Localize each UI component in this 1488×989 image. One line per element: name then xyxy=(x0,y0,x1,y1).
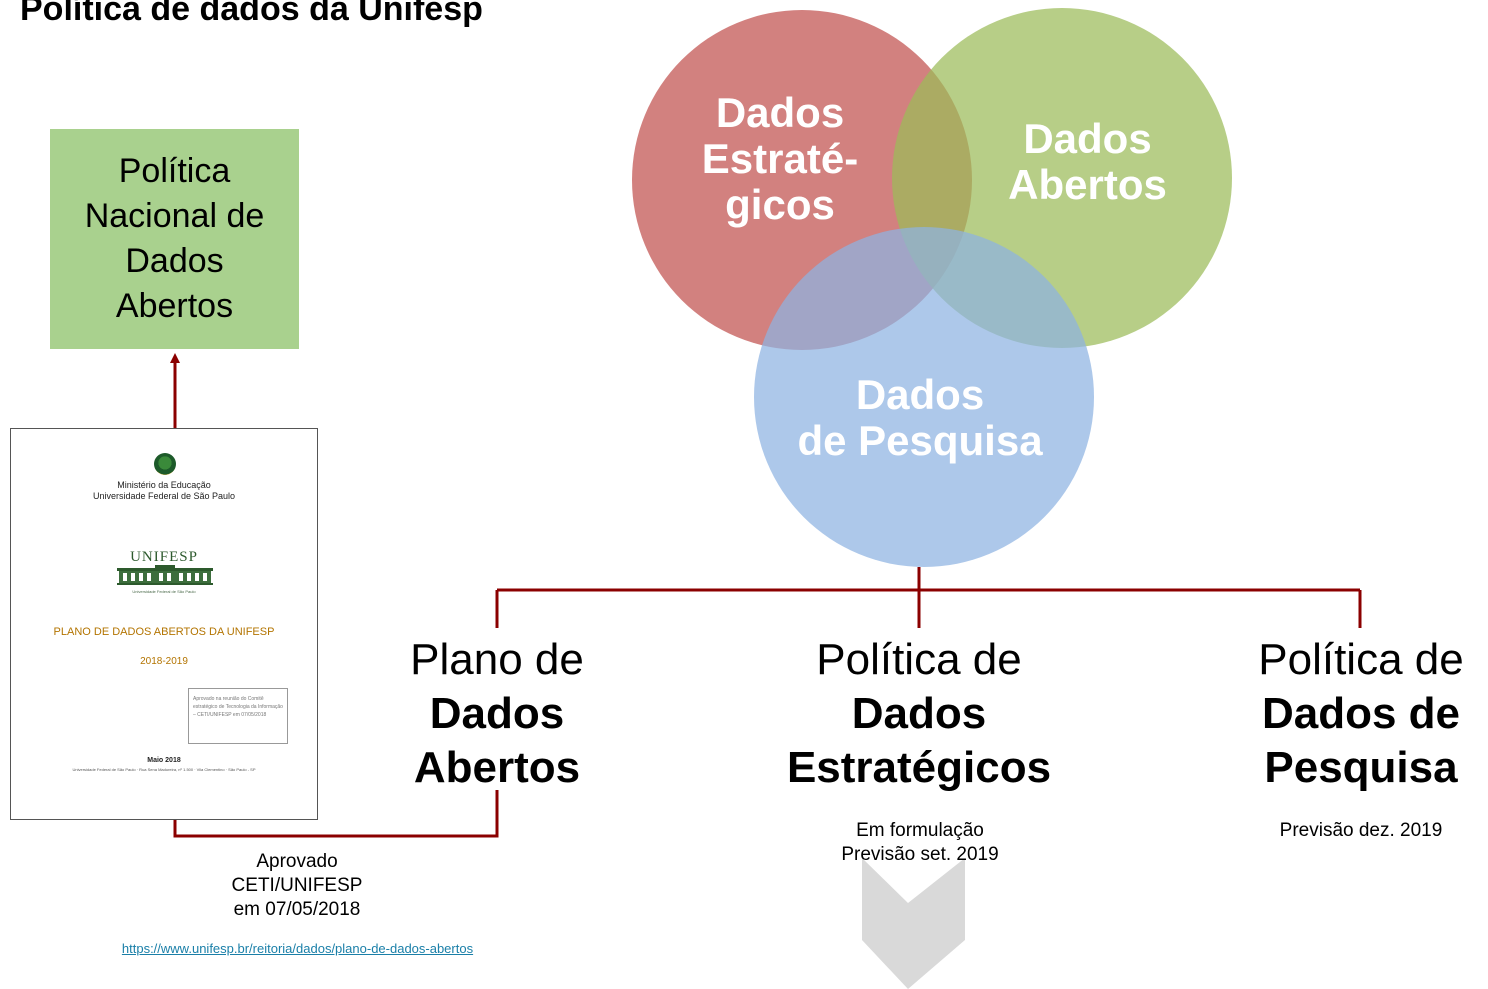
research-status-note: Previsão dez. 2019 xyxy=(1236,819,1486,843)
branch-research-bold-2: Pesquisa xyxy=(1264,743,1458,792)
approval-line-1: Aprovado xyxy=(256,851,338,872)
pnda-line-4: Abertos xyxy=(115,287,234,325)
pnda-line-2: Nacional de xyxy=(84,197,265,235)
branch-open-data-plan-pre: Plano de xyxy=(410,635,584,684)
branch-strategic-bold-2: Estratégicos xyxy=(786,743,1052,792)
pnda-box: Política Nacional de Dados Abertos xyxy=(50,129,299,349)
doc-ministry: Ministério da Educação Universidade Fede… xyxy=(11,480,317,502)
venn-open-line-1: Dados xyxy=(1023,115,1152,162)
venn-label-strategic: Dados Estraté- gicos xyxy=(682,90,878,228)
approval-line-3: em 07/05/2018 xyxy=(233,899,361,920)
branch-research-bold-1: Dados de xyxy=(1261,689,1461,738)
branch-strategic-bold-1: Dados xyxy=(851,689,987,738)
branch-strategic-data-policy: Política de Dados Estratégicos xyxy=(754,633,1084,795)
doc-years: 2018-2019 xyxy=(140,656,188,667)
strategic-status-note: Em formulação Previsão set. 2019 xyxy=(770,819,1070,867)
unifesp-building-icon xyxy=(117,565,213,585)
pnda-line-1: Política xyxy=(118,152,231,190)
doc-address: Universidade Federal de São Paulo · Rua … xyxy=(72,767,256,772)
pnda-line-3: Dados xyxy=(125,242,224,280)
chevron-down-icon xyxy=(862,858,965,989)
venn-research-line-2: de Pesquisa xyxy=(797,417,1043,464)
venn-strategic-line-1: Dados xyxy=(715,89,845,136)
branch-research-pre: Política de xyxy=(1258,635,1464,684)
venn-strategic-line-3: gicos xyxy=(725,181,835,228)
branch-research-data-policy: Política de Dados de Pesquisa xyxy=(1236,633,1486,795)
doc-plan-title: PLANO DE DADOS ABERTOS DA UNIFESP xyxy=(53,626,275,638)
pnda-box-text: Política Nacional de Dados Abertos xyxy=(60,149,290,329)
approval-line-2: CETI/UNIFESP xyxy=(231,875,363,896)
doc-approval-box: Aprovado na reunião do Comitê estratégic… xyxy=(188,688,288,744)
branch-open-data-plan-bold-1: Dados xyxy=(429,689,565,738)
coat-of-arms-icon xyxy=(154,453,176,475)
branch-strategic-pre: Política de xyxy=(816,635,1022,684)
strategic-note-line-1: Em formulação xyxy=(856,820,984,841)
venn-research-line-1: Dados xyxy=(855,371,985,418)
strategic-note-line-2: Previsão set. 2019 xyxy=(841,844,999,865)
plan-url-link[interactable]: https://www.unifesp.br/reitoria/dados/pl… xyxy=(121,941,474,956)
page-title: Política de dados da Unifesp xyxy=(20,0,483,28)
venn-label-open: Dados Abertos xyxy=(985,116,1190,208)
document-thumbnail: Ministério da Educação Universidade Fede… xyxy=(10,428,318,820)
venn-circle-research xyxy=(754,227,1094,567)
venn-open-line-2: Abertos xyxy=(1008,161,1167,208)
unifesp-logo-subtitle: Universidade Federal de São Paulo xyxy=(132,589,196,594)
venn-label-research: Dados de Pesquisa xyxy=(770,372,1070,464)
doc-month: Maio 2018 xyxy=(147,757,181,764)
unifesp-logo-text: UNIFESP xyxy=(130,549,198,565)
venn-strategic-line-2: Estraté- xyxy=(701,135,859,182)
branch-open-data-plan-bold-2: Abertos xyxy=(413,743,581,792)
research-note-line-1: Previsão dez. 2019 xyxy=(1279,820,1443,841)
approval-note: Aprovado CETI/UNIFESP em 07/05/2018 xyxy=(197,850,397,922)
doc-ministry-line-2: Universidade Federal de São Paulo xyxy=(92,491,236,501)
branch-open-data-plan: Plano de Dados Abertos xyxy=(372,633,622,795)
doc-to-plan-connector xyxy=(173,790,499,838)
doc-ministry-line-1: Ministério da Educação xyxy=(117,480,211,490)
